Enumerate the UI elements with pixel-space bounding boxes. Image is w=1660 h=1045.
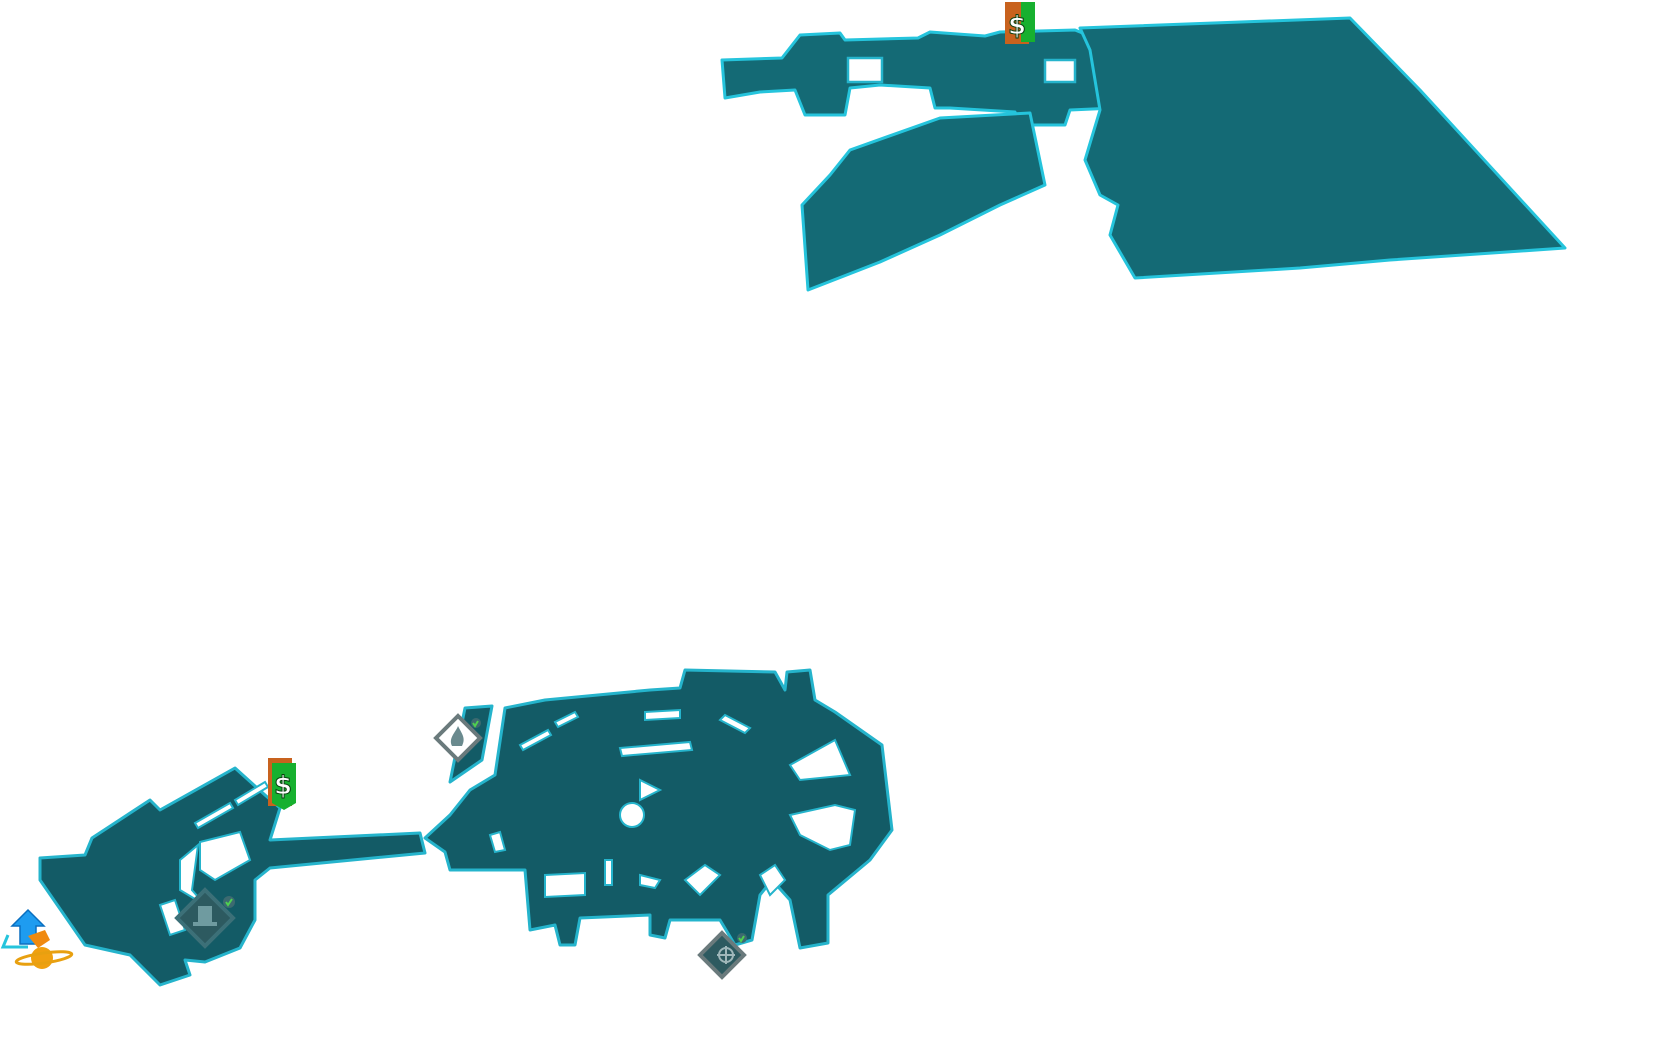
crosshair-marker[interactable]	[697, 930, 747, 980]
top-hat-marker[interactable]	[174, 887, 236, 949]
interior-walls	[158, 708, 857, 937]
flame-marker[interactable]	[433, 713, 483, 763]
quest-marker[interactable]	[14, 930, 74, 969]
map-area-upper-hall	[1078, 16, 1567, 280]
shop-dollar-icon: $	[1008, 11, 1026, 41]
upper-level	[720, 16, 1567, 292]
crosshair-icon	[717, 946, 735, 964]
flame-icon	[450, 726, 464, 746]
shop-dollar-icon: $	[274, 771, 292, 801]
map-area-upper-west-wing	[720, 28, 1117, 127]
shop-marker-upper[interactable]: $	[1005, 2, 1035, 44]
map-area-west-complex	[38, 766, 427, 987]
map-area-upper-south	[800, 111, 1047, 292]
map-hole	[1043, 58, 1077, 84]
top-hat-icon	[193, 906, 217, 926]
planet-quest-icon	[14, 930, 74, 969]
shop-marker-lower[interactable]: $	[268, 758, 296, 810]
map-hole	[846, 56, 884, 84]
lower-level	[38, 668, 894, 987]
